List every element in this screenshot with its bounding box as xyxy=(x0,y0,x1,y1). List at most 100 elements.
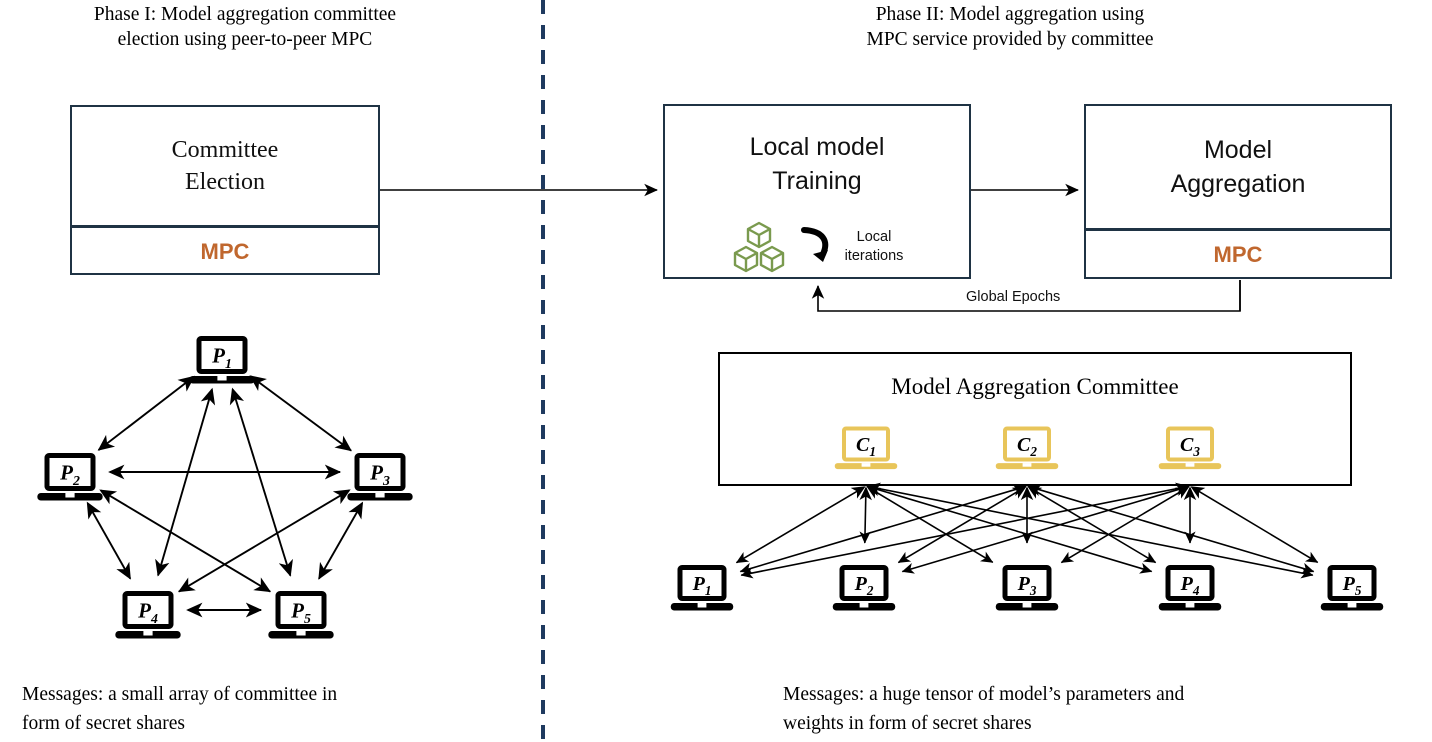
laptop-p1[interactable]: P1 xyxy=(670,565,734,611)
phase2-title: Phase II: Model aggregation using MPC se… xyxy=(760,2,1260,52)
laptop-screen xyxy=(677,565,727,601)
laptop-label-subscript: 1 xyxy=(705,583,712,598)
laptop-label-subscript: 2 xyxy=(72,473,80,488)
cubes-icon xyxy=(733,221,784,273)
model-aggregation-label: Model Aggregation xyxy=(1086,106,1390,228)
laptop-label-subscript: 5 xyxy=(1355,583,1362,598)
laptop-screen xyxy=(1327,565,1377,601)
laptop-screen xyxy=(842,426,890,462)
laptop-screen xyxy=(1002,565,1052,601)
laptop-label-subscript: 3 xyxy=(382,473,390,488)
laptop-notch xyxy=(1022,463,1032,467)
laptop-notch xyxy=(143,631,153,636)
laptop-label-subscript: 2 xyxy=(866,583,874,598)
laptop-notch xyxy=(1185,463,1195,467)
laptop-notch xyxy=(65,493,75,498)
laptop-label-subscript: 3 xyxy=(1029,583,1037,598)
edge-c2-p5 xyxy=(1027,484,1315,574)
laptop-p2[interactable]: P2 xyxy=(832,565,896,611)
committee-box-title: Model Aggregation Committee xyxy=(891,374,1179,399)
laptop-screen xyxy=(1165,565,1215,601)
laptop-notch xyxy=(375,493,385,498)
laptop-screen xyxy=(196,336,248,374)
laptop-c3[interactable]: C3 xyxy=(1158,426,1222,470)
laptop-notch xyxy=(217,376,227,381)
edge-p3-p4 xyxy=(177,489,351,593)
edge-c3-p2 xyxy=(901,484,1190,574)
laptop-p2[interactable]: P2 xyxy=(37,453,103,501)
laptop-p3[interactable]: P3 xyxy=(347,453,413,501)
phase2-title-line1: Phase II: Model aggregation using xyxy=(875,4,1145,25)
aggregation-mpc-badge: MPC xyxy=(1086,228,1390,279)
laptop-label-subscript: 1 xyxy=(225,356,232,371)
local-iterations-line2: iterations xyxy=(844,248,904,264)
laptop-p4[interactable]: P4 xyxy=(115,591,181,639)
laptop-screen xyxy=(839,565,889,601)
phase1-caption: Messages: a small array of committee in … xyxy=(22,680,492,738)
laptop-screen xyxy=(1166,426,1214,462)
edge-p3-p5 xyxy=(318,501,364,580)
laptop-label-subscript: 4 xyxy=(150,611,158,626)
edge-c3-p5 xyxy=(1190,486,1319,564)
committee-election-label: Committee Election xyxy=(72,107,378,225)
committee-election-box[interactable]: Committee Election MPC xyxy=(70,105,380,275)
edge-p1-p4 xyxy=(155,387,216,577)
global-epochs-path xyxy=(811,280,1241,312)
edge-c1-p1 xyxy=(735,486,866,564)
laptop-p1[interactable]: P1 xyxy=(189,336,255,384)
phase1-caption-line1: Messages: a small array of committee in xyxy=(22,684,338,705)
laptop-c2[interactable]: C2 xyxy=(995,426,1059,470)
laptop-notch xyxy=(296,631,306,636)
local-model-training-label: Local model Training xyxy=(665,106,969,212)
committee-election-line2: Election xyxy=(185,169,265,195)
loop-arrow-icon xyxy=(800,227,828,262)
committee-participant-edges xyxy=(735,482,1319,579)
edge-p1-p5 xyxy=(229,387,293,577)
committee-mpc-badge: MPC xyxy=(72,225,378,276)
global-epochs-label: Global Epochs xyxy=(966,289,1061,305)
laptop-screen xyxy=(122,591,174,629)
aggregation-line1: Model xyxy=(1203,136,1273,164)
phase1-title-line1: Phase I: Model aggregation committee xyxy=(93,4,397,25)
edge-c1-p2 xyxy=(859,486,872,544)
phase2-caption-line1: Messages: a huge tensor of model’s param… xyxy=(783,684,1185,705)
laptop-screen xyxy=(44,453,96,491)
laptop-p5[interactable]: P5 xyxy=(268,591,334,639)
model-aggregation-box[interactable]: Model Aggregation MPC xyxy=(1084,104,1392,279)
local-model-training-box[interactable]: Local model Training Local xyxy=(663,104,971,279)
laptop-c1[interactable]: C1 xyxy=(834,426,898,470)
edge-c1-p4 xyxy=(866,484,1153,574)
laptop-screen xyxy=(275,591,327,629)
training-line1: Local model xyxy=(749,133,885,161)
local-iterations-line1: Local xyxy=(856,229,892,245)
laptop-notch xyxy=(1185,603,1195,608)
edge-p2-p5 xyxy=(99,489,272,593)
phase2-title-line2: MPC service provided by committee xyxy=(866,29,1154,50)
laptop-notch xyxy=(1347,603,1357,608)
laptop-label-subscript: 3 xyxy=(1192,444,1200,459)
aggregation-line2: Aggregation xyxy=(1170,170,1306,198)
training-line2: Training xyxy=(772,167,862,195)
laptop-notch xyxy=(861,463,871,467)
committee-election-line1: Committee xyxy=(171,137,279,163)
edge-p2-p4 xyxy=(86,501,132,580)
laptop-label-subscript: 2 xyxy=(1029,444,1037,459)
local-iterations-row: Local iterations xyxy=(665,212,969,282)
laptop-notch xyxy=(859,603,869,608)
edge-c2-p2 xyxy=(897,486,1027,564)
edge-c2-p4 xyxy=(1027,486,1157,564)
laptop-p4[interactable]: P4 xyxy=(1158,565,1222,611)
laptop-notch xyxy=(697,603,707,608)
laptop-p3[interactable]: P3 xyxy=(995,565,1059,611)
laptop-label-subscript: 5 xyxy=(304,611,311,626)
laptop-p5[interactable]: P5 xyxy=(1320,565,1384,611)
laptop-notch xyxy=(1022,603,1032,608)
phase1-title-line2: election using peer-to-peer MPC xyxy=(117,29,373,50)
phase1-title: Phase I: Model aggregation committee ele… xyxy=(20,2,470,52)
laptop-screen xyxy=(1003,426,1051,462)
peer-to-peer-edges xyxy=(86,375,364,618)
phase2-caption: Messages: a huge tensor of model’s param… xyxy=(783,680,1343,738)
